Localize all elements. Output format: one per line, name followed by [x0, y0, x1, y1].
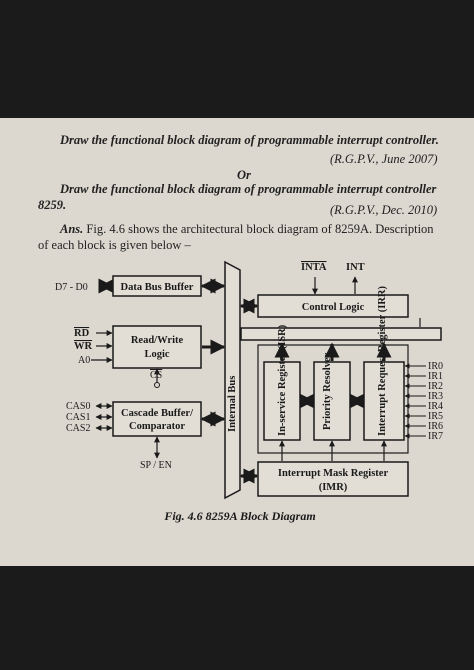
cascade-buffer-comparator [112, 401, 202, 437]
ir7-label: IR7 [428, 431, 443, 442]
answer-text-1: Fig. 4.6 shows the architectural block d… [86, 222, 434, 236]
pin-cas0: CAS0 [66, 401, 90, 412]
rw-logic-label-1: Read/Write [131, 335, 184, 346]
ir-lines: IR0 IR1 IR2 IR3 IR4 IR5 IR6 IR7 [404, 361, 443, 442]
question-2-source: (R.G.P.V., Dec. 2010) [330, 203, 438, 217]
ir3-label: IR3 [428, 391, 443, 402]
horizontal-bus [240, 327, 442, 341]
figure-caption: Fig. 4.6 8259A Block Diagram [163, 509, 315, 523]
pin-cas2: CAS2 [66, 423, 90, 434]
pin-rd: RD [74, 328, 90, 339]
pin-wr: WR [74, 341, 93, 352]
question-1-text: Draw the functional block diagram of pro… [60, 133, 439, 147]
internal-bus [224, 260, 241, 500]
read-write-logic [112, 325, 202, 369]
question-2-line-1: Draw the functional block diagram of pro… [60, 182, 437, 196]
interrupt-request-register [363, 361, 405, 441]
priority-resolver [313, 361, 351, 441]
pin-int: INT [346, 262, 365, 273]
cascade-label-2: Comparator [129, 421, 185, 432]
ir0-label: IR0 [428, 361, 443, 372]
control-logic-label: Control Logic [302, 302, 365, 313]
pin-inta: INTA [301, 262, 327, 273]
answer-line-2: of each block is given below – [38, 238, 191, 252]
isr-label: In-service Register (ISR) [277, 324, 288, 436]
ir4-label: IR4 [428, 401, 443, 412]
pin-cs: CS [150, 370, 162, 381]
ir5-label: IR5 [428, 411, 443, 422]
imr-label-1: Interrupt Mask Register [278, 468, 389, 479]
priority-label: Priority Resolver [322, 352, 333, 430]
question-1-source: (R.G.P.V., June 2007) [330, 152, 438, 166]
ir2-label: IR2 [428, 381, 443, 392]
imr-label-2: (IMR) [319, 482, 348, 493]
pin-sp-en: SP / EN [140, 460, 172, 471]
or-separator: Or [237, 168, 251, 182]
rw-logic-label-2: Logic [144, 349, 169, 360]
ir6-label: IR6 [428, 421, 443, 432]
cascade-label-1: Cascade Buffer/ [121, 408, 194, 419]
answer-line-1: Ans. Fig. 4.6 shows the architectural bl… [60, 222, 434, 237]
data-bus-buffer-label: Data Bus Buffer [121, 282, 194, 293]
answer-label: Ans. [60, 222, 84, 236]
pin-a0: A0 [78, 355, 90, 366]
pin-d7-d0: D7 - D0 [55, 282, 88, 293]
internal-bus-label: Internal Bus [227, 376, 238, 432]
question-2-line-2: 8259. [38, 198, 67, 212]
pin-cas1: CAS1 [66, 412, 90, 423]
ir1-label: IR1 [428, 371, 443, 382]
